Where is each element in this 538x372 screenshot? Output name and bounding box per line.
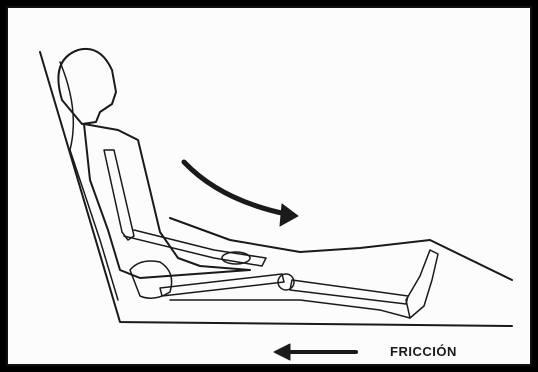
- femur: [160, 274, 284, 296]
- pelvis: [130, 261, 172, 298]
- friction-label: FRICCIÓN: [390, 344, 457, 359]
- slide-arrow-head: [280, 204, 298, 226]
- slide-arrow-curve: [184, 162, 286, 214]
- seat-back-inner: [60, 62, 118, 300]
- arm-lower: [124, 230, 266, 266]
- leg-rest-outline: [170, 218, 512, 280]
- seat-back: [40, 52, 512, 326]
- head: [58, 49, 116, 124]
- calf-outline: [170, 300, 410, 318]
- foot: [406, 250, 438, 318]
- friction-arrow-head: [274, 344, 290, 360]
- arm-upper: [104, 150, 134, 240]
